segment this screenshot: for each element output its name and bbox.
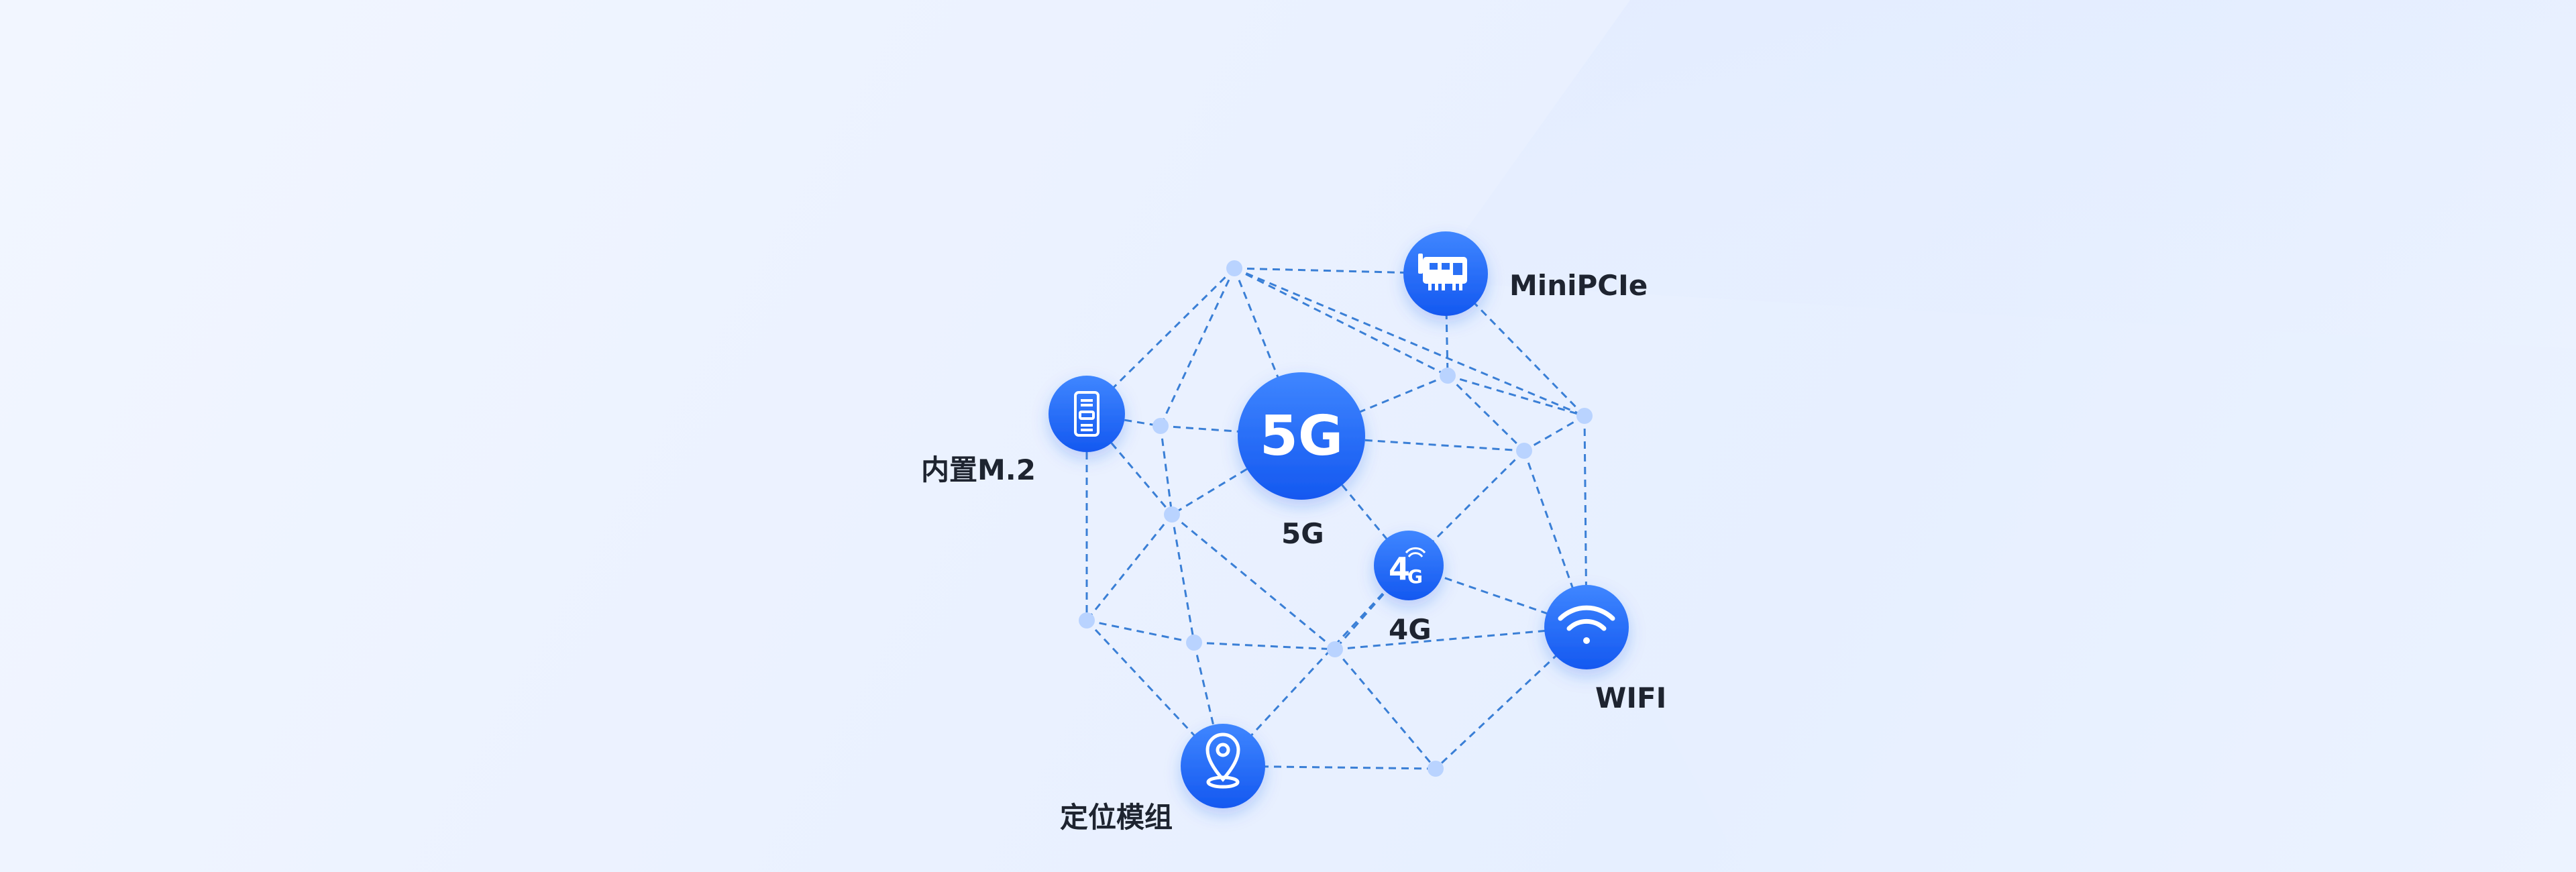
junction-dot: [1428, 761, 1444, 777]
location-pin-icon: [1205, 732, 1240, 789]
connection-line: [1447, 374, 1585, 417]
junction-dot: [1226, 260, 1242, 276]
label-minipcie: MiniPCIe: [1509, 269, 1648, 302]
junction-dot: [1327, 641, 1343, 657]
connection-line: [1085, 413, 1173, 515]
label-wifi: WIFI: [1595, 682, 1667, 714]
label-m2: 内置M.2: [921, 453, 1036, 486]
connection-line: [1234, 267, 1448, 377]
connection-line: [1233, 268, 1303, 437]
svg-text:G: G: [1407, 565, 1423, 588]
5g-icon-circle: [1238, 372, 1365, 500]
label-gps: 定位模组: [1060, 801, 1173, 834]
4g-signal-icon: 4 G: [1389, 547, 1426, 588]
wifi-icon: [1558, 605, 1615, 644]
junction-dot: [1164, 506, 1180, 523]
node-4g[interactable]: 4 G: [1374, 531, 1444, 600]
connection-line: [1159, 268, 1236, 427]
connection-line: [1434, 626, 1588, 770]
junction-dots: [1079, 260, 1593, 777]
node-5g[interactable]: 5G: [1238, 372, 1365, 500]
connection-line: [1159, 425, 1173, 515]
connection-line: [1523, 415, 1585, 452]
connection-line: [1222, 564, 1410, 767]
connection-line: [1085, 514, 1173, 621]
connection-line: [1086, 619, 1195, 644]
connection-line: [1193, 641, 1336, 651]
junction-dot: [1576, 408, 1593, 424]
svg-text:4: 4: [1389, 551, 1410, 587]
node-minipcie[interactable]: [1403, 231, 1488, 316]
circuit-card-icon: [1418, 254, 1467, 290]
5g-badge-icon: 5G: [1260, 404, 1343, 468]
junction-dot: [1186, 635, 1202, 651]
connection-line: [1446, 374, 1525, 452]
connection-line: [1407, 449, 1525, 567]
node-gps[interactable]: [1181, 724, 1265, 808]
node-m2[interactable]: [1049, 376, 1125, 452]
connection-line: [1222, 765, 1436, 770]
connection-lines: [1085, 267, 1588, 770]
connection-line: [1171, 514, 1195, 643]
label-5g: 5G: [1281, 517, 1324, 550]
junction-dot: [1440, 368, 1456, 384]
junction-dot: [1079, 612, 1095, 629]
connection-line: [1171, 513, 1336, 651]
junction-dot: [1516, 443, 1532, 459]
node-wifi[interactable]: [1544, 585, 1629, 669]
label-4g: 4G: [1389, 613, 1432, 646]
m2-module-icon: [1074, 391, 1099, 437]
connection-line: [1583, 415, 1588, 628]
connection-line: [1234, 267, 1446, 275]
connection-line: [1334, 649, 1437, 769]
junction-dot: [1152, 418, 1169, 434]
